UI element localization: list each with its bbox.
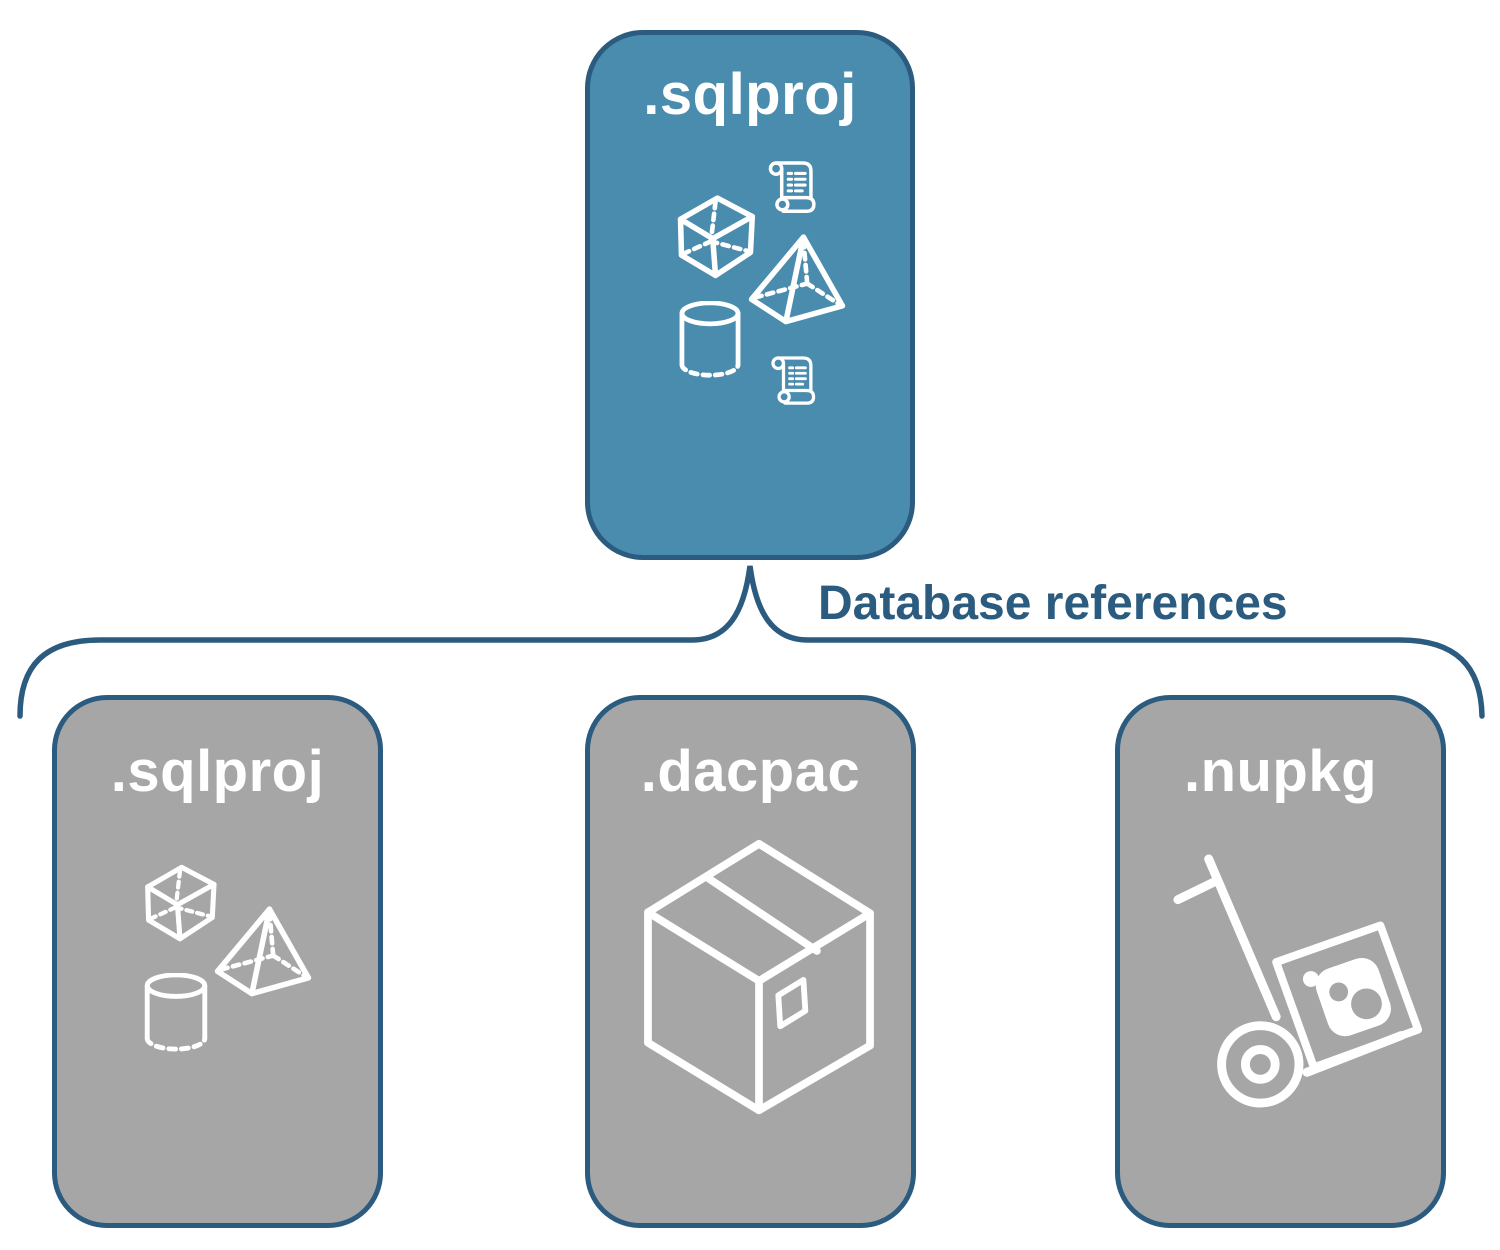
child-node-sqlproj: .sqlproj: [52, 695, 383, 1228]
script-scroll-icon: [766, 352, 824, 409]
node-title: .dacpac: [640, 739, 861, 804]
root-node-sqlproj: .sqlproj: [585, 30, 915, 560]
cylinder-icon: [143, 973, 209, 1053]
pyramid-icon: [212, 903, 314, 997]
connector-label: Database references: [818, 577, 1288, 630]
package-box-icon: [638, 838, 880, 1118]
cylinder-icon: [678, 301, 742, 379]
cube-icon: [136, 858, 224, 943]
node-title: .sqlproj: [643, 62, 857, 127]
node-title: .nupkg: [1183, 739, 1378, 804]
node-title: .sqlproj: [110, 739, 325, 804]
script-scroll-icon: [763, 156, 825, 218]
nuget-hand-truck-icon: [1170, 853, 1428, 1111]
pyramid-icon: [746, 231, 848, 325]
child-node-nupkg: .nupkg: [1115, 695, 1446, 1228]
child-node-dacpac: .dacpac: [585, 695, 916, 1228]
